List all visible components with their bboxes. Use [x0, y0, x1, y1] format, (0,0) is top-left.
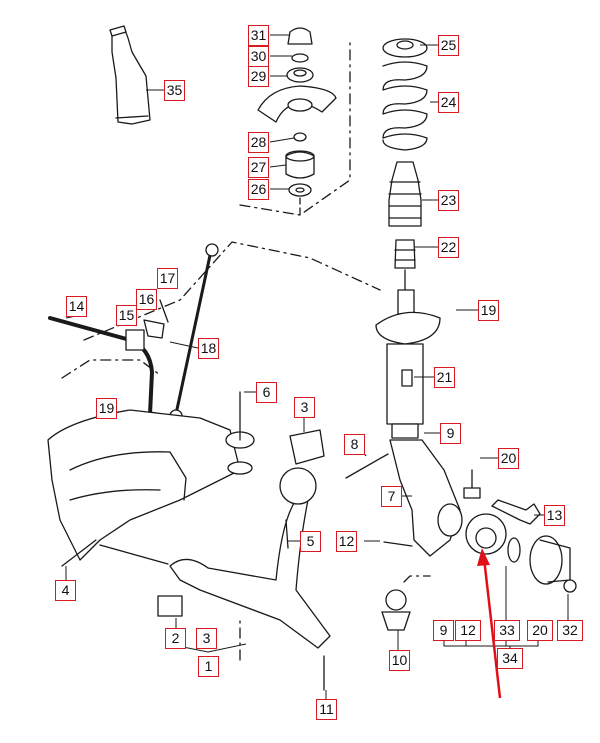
lower-control-arm: [61, 429, 331, 691]
label-1: 1: [198, 656, 219, 677]
label-9-bottom: 9: [433, 620, 454, 641]
label-28: 28: [248, 132, 269, 153]
label-27: 27: [248, 157, 269, 178]
label-25: 25: [438, 35, 459, 56]
label-11: 11: [316, 699, 337, 720]
subframe: [47, 391, 255, 561]
label-31: 31: [248, 25, 269, 46]
label-35: 35: [164, 80, 185, 101]
label-32: 32: [557, 620, 583, 641]
label-8: 8: [344, 434, 365, 455]
leader-lines: [65, 34, 569, 700]
label-14: 14: [66, 296, 87, 317]
label-29: 29: [248, 66, 269, 87]
label-10: 10: [389, 650, 410, 671]
label-19-top: 19: [478, 300, 499, 321]
label-4: 4: [55, 580, 76, 601]
label-16: 16: [136, 289, 157, 310]
label-18: 18: [198, 338, 219, 359]
label-12-mid: 12: [336, 531, 357, 552]
ball-joint: [381, 589, 411, 631]
label-3-bottom: 3: [196, 628, 217, 649]
strut-mount-stack: [257, 27, 337, 217]
label-19-left: 19: [96, 398, 117, 419]
wheel-bearing-housing: [345, 439, 541, 557]
label-2: 2: [165, 628, 186, 649]
label-15: 15: [116, 305, 137, 326]
label-21: 21: [434, 367, 455, 388]
assembly-outline-dashed: [61, 39, 431, 661]
label-5: 5: [300, 531, 321, 552]
label-12-bottom: 12: [455, 620, 481, 641]
label-26: 26: [248, 179, 269, 200]
grease-tube-part: [109, 25, 151, 125]
stabilizer-bar: [48, 243, 219, 424]
shock-absorber-strut: [375, 269, 441, 439]
wheel-bearing-and-hub: [465, 513, 577, 593]
label-33: 33: [494, 620, 520, 641]
label-6: 6: [256, 382, 277, 403]
coil-spring-assembly: [382, 38, 428, 269]
label-17: 17: [157, 268, 178, 289]
label-24: 24: [438, 92, 459, 113]
label-20-top: 20: [498, 448, 519, 469]
highlight-arrow: [477, 548, 502, 699]
label-22: 22: [438, 237, 459, 258]
label-3-top: 3: [294, 397, 315, 418]
label-34: 34: [497, 648, 523, 669]
label-13: 13: [544, 505, 565, 526]
label-9-top: 9: [440, 423, 461, 444]
label-23: 23: [438, 190, 459, 211]
label-7: 7: [381, 486, 402, 507]
label-20-bottom: 20: [527, 620, 553, 641]
label-30: 30: [248, 46, 269, 67]
